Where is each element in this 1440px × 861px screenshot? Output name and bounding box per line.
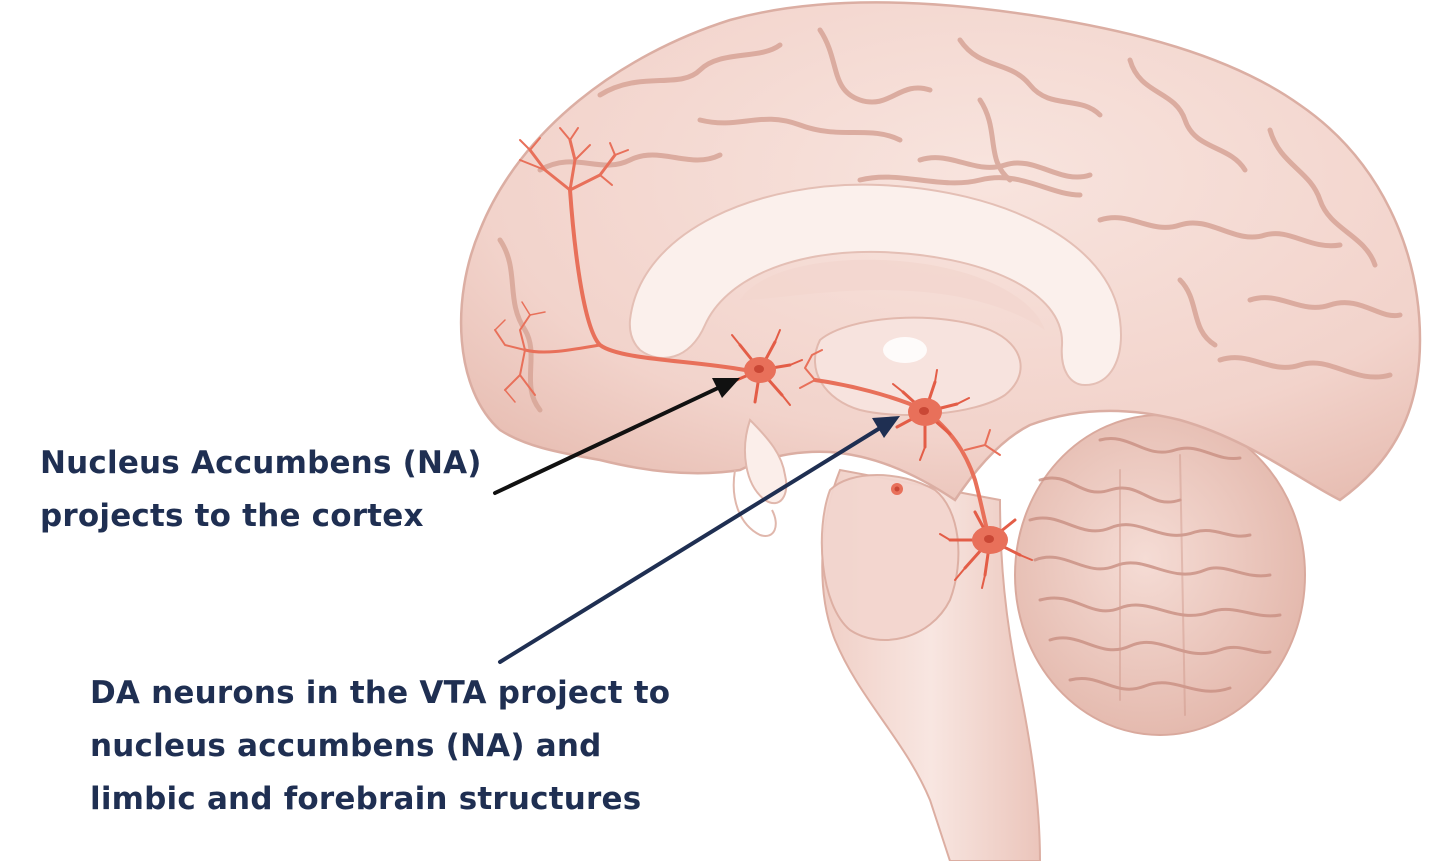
cortex-folds	[497, 27, 1403, 413]
cingulate-inner	[740, 259, 1045, 330]
callout-na-line-2: projects to the cortex	[40, 498, 424, 534]
optic-region	[732, 469, 777, 537]
neuron-icon	[730, 329, 803, 406]
neuron-icon	[892, 369, 970, 461]
callout-vta-line-1: DA neurons in the VTA project to	[90, 675, 671, 711]
small-nucleus-dot	[891, 483, 903, 495]
arrow-vta	[498, 416, 900, 664]
callout-vta-line-2: nucleus accumbens (NA) and	[90, 728, 602, 764]
cerebellum	[1014, 414, 1306, 736]
callout-vta-line-3: limbic and forebrain structures	[90, 781, 642, 817]
corpus-callosum	[628, 183, 1122, 387]
pituitary	[744, 418, 788, 505]
pons	[820, 474, 960, 641]
callout-na-line-1: Nucleus Accumbens (NA)	[40, 445, 482, 481]
callout-vta: DA neurons in the VTA project to nucleus …	[90, 667, 670, 826]
arrow-na	[493, 378, 740, 495]
neuron-icon	[939, 510, 1033, 589]
callout-nucleus-accumbens: Nucleus Accumbens (NA) projects to the co…	[40, 437, 482, 543]
